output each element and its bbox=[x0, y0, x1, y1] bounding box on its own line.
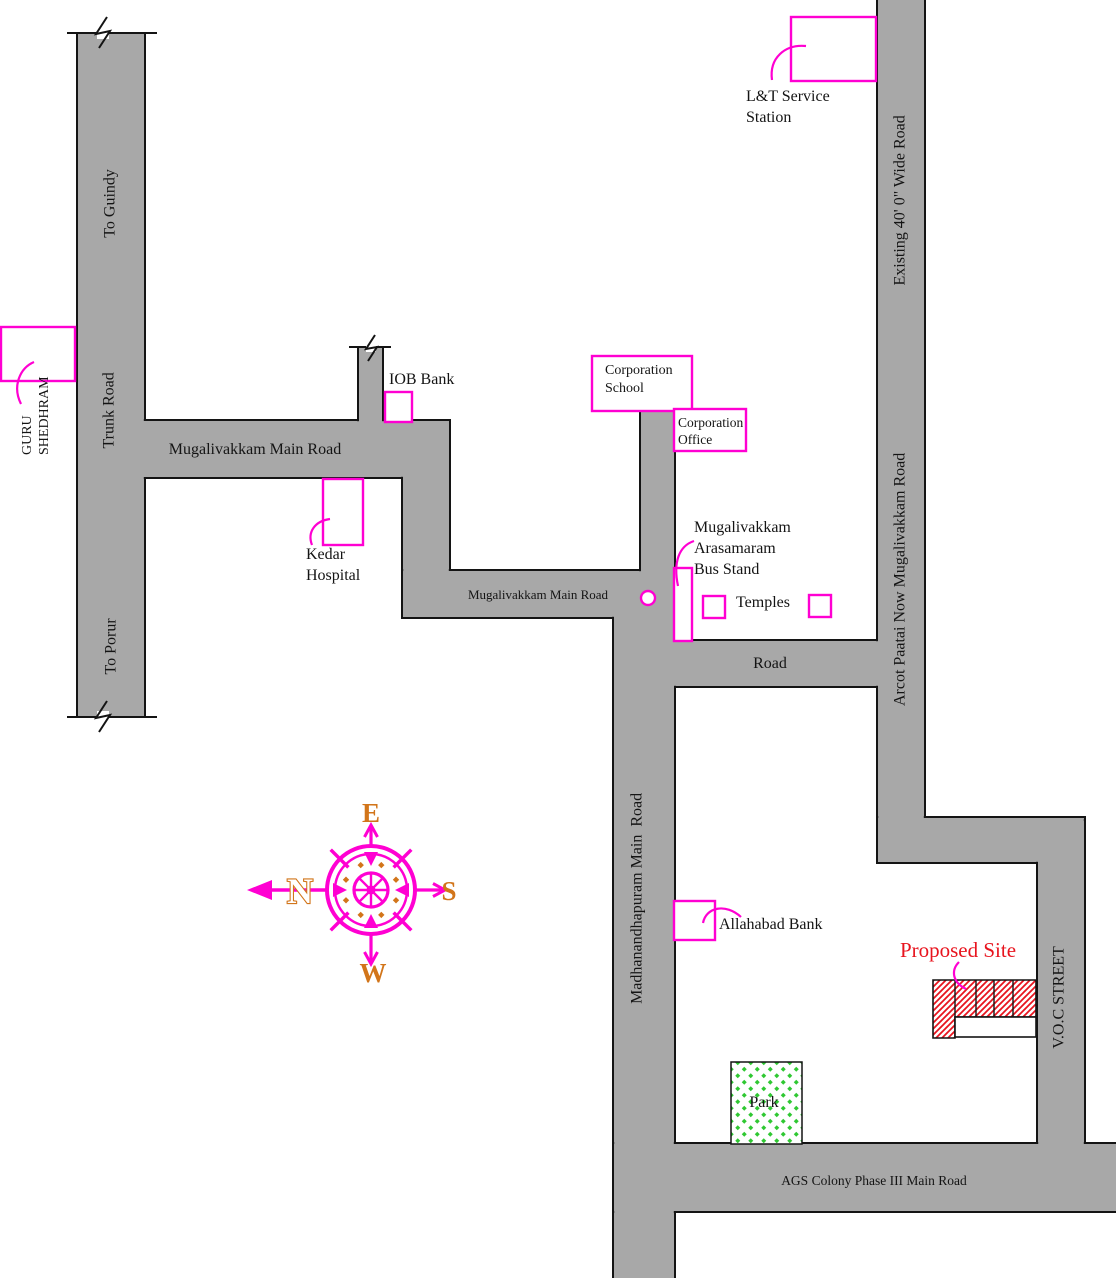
road-network bbox=[76, 0, 1116, 1278]
compass-letter-north: N bbox=[287, 871, 313, 911]
guru-shedhram-box bbox=[0, 325, 77, 383]
landmark-label-temples: Temples bbox=[736, 594, 790, 611]
road-label-road: Road bbox=[753, 655, 787, 672]
junction-circle bbox=[639, 589, 657, 607]
kedar-hospital-leader bbox=[309, 517, 331, 546]
proposed-site-label: Proposed Site bbox=[899, 938, 1017, 962]
lt-service-leader bbox=[770, 44, 807, 81]
compass-arrows bbox=[247, 821, 449, 968]
landmark-label-bus-stand: Mugalivakkam Arasamaram Bus Stand bbox=[694, 519, 791, 578]
road-label-to-guindy: To Guindy bbox=[101, 169, 119, 238]
bus-stand-leader bbox=[675, 539, 695, 587]
landmark-label-kedar-hospital: Kedar Hospital bbox=[306, 546, 361, 584]
break-symbol-bottom bbox=[67, 700, 157, 733]
road-label-trunk-road: Trunk Road bbox=[100, 372, 118, 449]
corporation-office-box bbox=[672, 407, 748, 453]
road-label-madhanandhapuram: Madhanandhapuram Main Road bbox=[628, 792, 646, 1004]
corporation-school-box bbox=[590, 354, 694, 413]
proposed-site-shape bbox=[932, 979, 1037, 1039]
compass-ornaments bbox=[342, 861, 400, 919]
iob-bank-box bbox=[383, 390, 414, 424]
compass-letter-east: E bbox=[362, 798, 380, 828]
road-label-ags-colony: AGS Colony Phase III Main Road bbox=[781, 1173, 967, 1188]
landmark-label-lt-service: L&T Service Station bbox=[746, 88, 830, 126]
landmark-label-corporation-school: Corporation School bbox=[605, 363, 673, 396]
compass-letter-west: W bbox=[360, 958, 387, 988]
road-label-to-porur: To Porur bbox=[102, 618, 120, 675]
road-label-arcot-paatai: Arcot Paatai Now Mugalivakkam Road bbox=[891, 452, 909, 707]
break-symbol-top bbox=[67, 16, 157, 49]
guru-shedhram-leader bbox=[16, 360, 35, 405]
landmark-label-guru-shedhram: GURU SHEDHRAM bbox=[20, 376, 52, 455]
road-label-mugalivakkam-upper: Mugalivakkam Main Road bbox=[168, 441, 342, 458]
bus-stand-box bbox=[672, 566, 694, 643]
north-arrowhead bbox=[247, 880, 272, 900]
compass-rose: E S W N bbox=[247, 798, 457, 988]
lt-service-station-box bbox=[789, 15, 878, 83]
landmark-label-iob-bank: IOB Bank bbox=[389, 371, 455, 388]
kedar-hospital-box bbox=[321, 477, 365, 547]
compass-letter-south: S bbox=[441, 876, 456, 906]
temple-box-left bbox=[701, 594, 727, 620]
park-area bbox=[730, 1061, 803, 1145]
road-label-existing-wide: Existing 40' 0" Wide Road bbox=[891, 115, 909, 286]
landmark-label-allahabad-bank: Allahabad Bank bbox=[719, 916, 823, 933]
landmark-label-corporation-office: Corporation Office bbox=[678, 415, 744, 447]
landmark-label-park: Park bbox=[749, 1094, 779, 1111]
road-label-mugalivakkam-lower: Mugalivakkam Main Road bbox=[467, 587, 609, 602]
allahabad-bank-leader bbox=[701, 907, 742, 924]
temple-box-right bbox=[807, 593, 833, 619]
proposed-site-plot bbox=[954, 1016, 1037, 1038]
break-symbol-iob-stub bbox=[349, 334, 391, 362]
allahabad-bank-box bbox=[672, 899, 717, 942]
proposed-site-leader bbox=[952, 961, 967, 990]
